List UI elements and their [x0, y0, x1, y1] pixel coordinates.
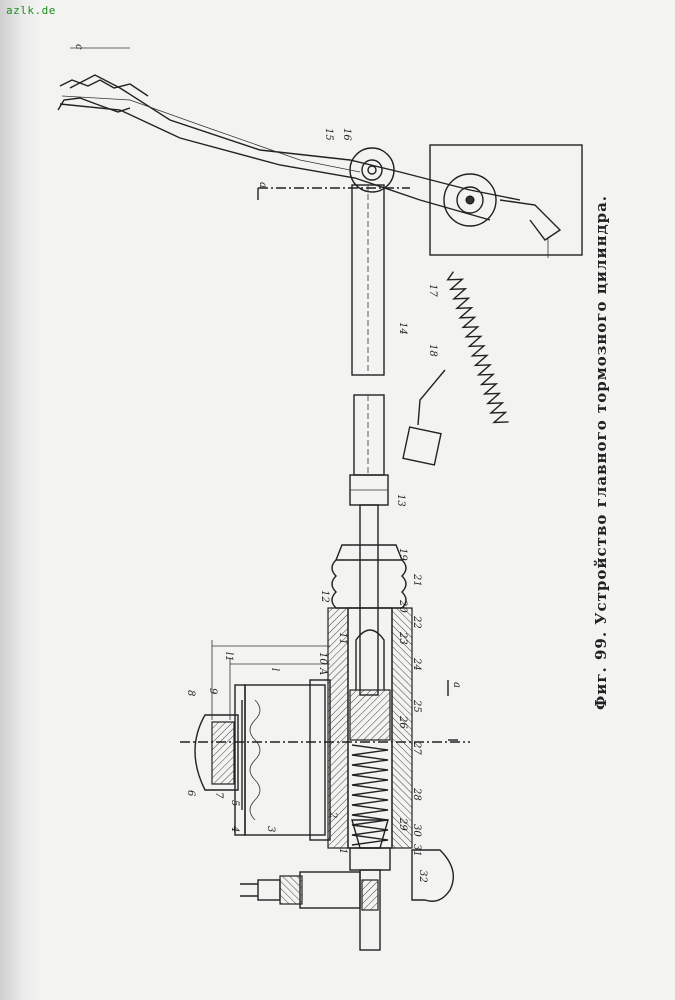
callout-15: 15	[323, 128, 334, 141]
callout-19: 19	[397, 548, 408, 561]
callout-12: 12	[319, 590, 330, 603]
pedal-lever	[57, 47, 521, 221]
callout-16: 16	[341, 128, 352, 141]
filler-cap	[194, 700, 243, 810]
pushrod-lower	[359, 504, 379, 696]
adjusting-nut-13	[349, 474, 389, 506]
callout-20: 20	[397, 599, 408, 613]
dimension-a-upper: a	[257, 182, 268, 188]
cylinder-body	[327, 607, 413, 849]
mounting-bracket	[429, 144, 583, 258]
dimension-l: l	[269, 668, 280, 671]
pedal-pivot-16	[349, 147, 395, 193]
callout-22: 22	[411, 615, 422, 629]
dimension-a-lower: a	[451, 682, 462, 688]
callout-29: 29	[397, 817, 408, 831]
return-spring-18	[402, 271, 509, 466]
callout-2: 2	[327, 811, 338, 818]
callout-18: 18	[427, 344, 438, 357]
callout-13: 13	[395, 494, 406, 507]
callout-14: 14	[397, 322, 408, 335]
dimension-l1: l1	[223, 652, 234, 662]
section-mark-top	[257, 187, 410, 200]
callout-4: 4	[229, 825, 240, 832]
callout-24: 24	[411, 657, 422, 671]
dimension-c: c	[73, 44, 84, 50]
callout-28: 28	[411, 787, 422, 801]
section-mark-bottom	[180, 680, 470, 743]
callout-31: 31	[411, 844, 422, 857]
callout-17: 17	[427, 284, 438, 297]
figure-caption: Фиг. 99. Устройство главного тормозного …	[592, 195, 610, 710]
dimension-A: A	[317, 667, 328, 675]
pedal-pivot-17	[443, 173, 497, 227]
callout-6: 6	[185, 790, 196, 797]
callout-8: 8	[185, 690, 196, 696]
callout-32: 32	[417, 870, 428, 883]
spring-28	[351, 744, 389, 846]
site-watermark: azlk.de	[6, 4, 56, 17]
callout-5: 5	[229, 800, 240, 806]
callout-26: 26	[397, 715, 408, 729]
callout-25: 25	[411, 699, 422, 713]
outlet-fitting	[240, 847, 391, 951]
callout-9: 9	[207, 688, 218, 695]
callout-30: 30	[411, 824, 422, 837]
callout-21: 21	[411, 573, 422, 587]
callout-11: 11	[337, 632, 348, 645]
book-spine-shadow	[0, 0, 40, 1000]
rubber-boot-19	[331, 544, 407, 609]
callout-labels: 1 2 3 4 5 6 7 8 9 10 11 12 13 14 15 16 1…	[73, 44, 462, 883]
reservoir	[234, 679, 331, 841]
pushrod-14	[351, 184, 385, 476]
piston-24	[349, 629, 391, 741]
callout-7: 7	[213, 792, 224, 799]
callout-27: 27	[411, 741, 422, 755]
callout-23: 23	[397, 631, 408, 645]
callout-3: 3	[265, 826, 276, 832]
callout-1: 1	[337, 848, 348, 854]
bracket-32	[411, 849, 454, 902]
dimension-lines	[211, 640, 330, 720]
callout-10: 10	[317, 652, 328, 665]
